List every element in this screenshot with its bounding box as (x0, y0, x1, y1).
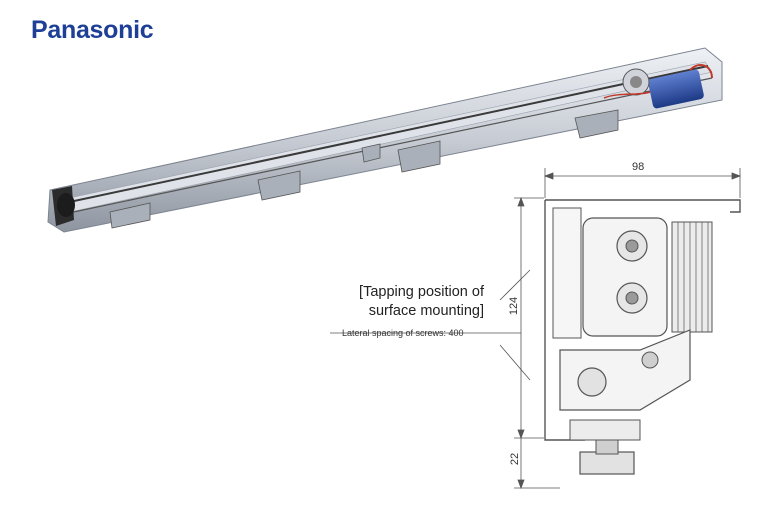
dimension-lines (330, 168, 742, 490)
motor-unit (603, 63, 713, 109)
dimension-offset-label: 22 (509, 452, 522, 466)
screw-spacing-note: Lateral spacing of screws: 400 (342, 328, 464, 338)
mounting-callout: [Tapping position of surface mounting] L… (330, 283, 510, 338)
callout-title-line1: [Tapping position of (359, 284, 484, 300)
brand-logo: Panasonic (31, 16, 154, 44)
operator-rail (47, 47, 723, 233)
roller-brackets (109, 109, 619, 229)
cross-section (544, 199, 741, 475)
dimension-width-label: 98 (632, 161, 645, 173)
callout-title-line2: surface mounting] (368, 303, 484, 319)
